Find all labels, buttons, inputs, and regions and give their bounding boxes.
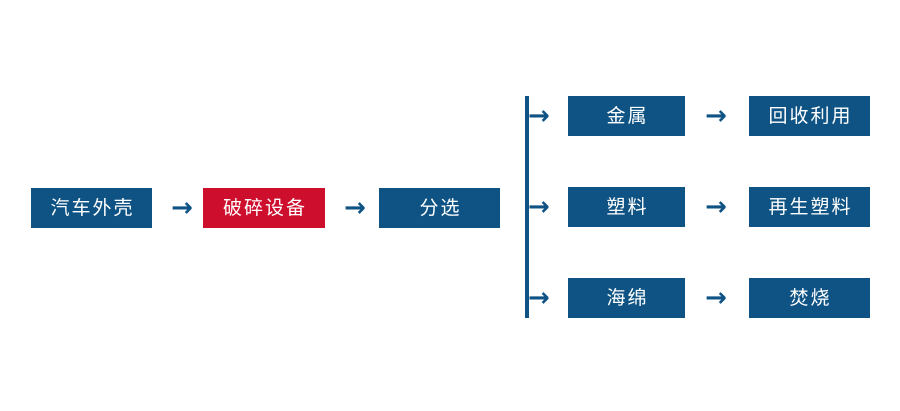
arrow-right-icon-3: → <box>705 101 727 131</box>
arrow-right-icon-5: → <box>705 283 727 313</box>
branch-arrow-icon-3: → <box>528 283 550 313</box>
branch-arrow-icon-1: → <box>528 101 550 131</box>
node-car-shell[interactable]: 汽车外壳 <box>31 188 152 228</box>
node-sorting[interactable]: 分选 <box>379 188 500 228</box>
node-recycled-plastic[interactable]: 再生塑料 <box>749 187 870 227</box>
arrow-right-icon-4: → <box>705 192 727 222</box>
node-recycling-reuse[interactable]: 回收利用 <box>749 96 870 136</box>
arrow-right-icon-1: → <box>171 193 193 223</box>
node-metal[interactable]: 金属 <box>568 96 685 136</box>
branch-arrow-icon-2: → <box>528 192 550 222</box>
node-shredding-equipment[interactable]: 破碎设备 <box>203 188 325 228</box>
node-incineration[interactable]: 焚烧 <box>749 278 870 318</box>
arrow-right-icon-2: → <box>344 193 366 223</box>
node-plastic[interactable]: 塑料 <box>568 187 685 227</box>
branch-bus-line <box>525 96 529 318</box>
node-sponge[interactable]: 海绵 <box>568 278 685 318</box>
